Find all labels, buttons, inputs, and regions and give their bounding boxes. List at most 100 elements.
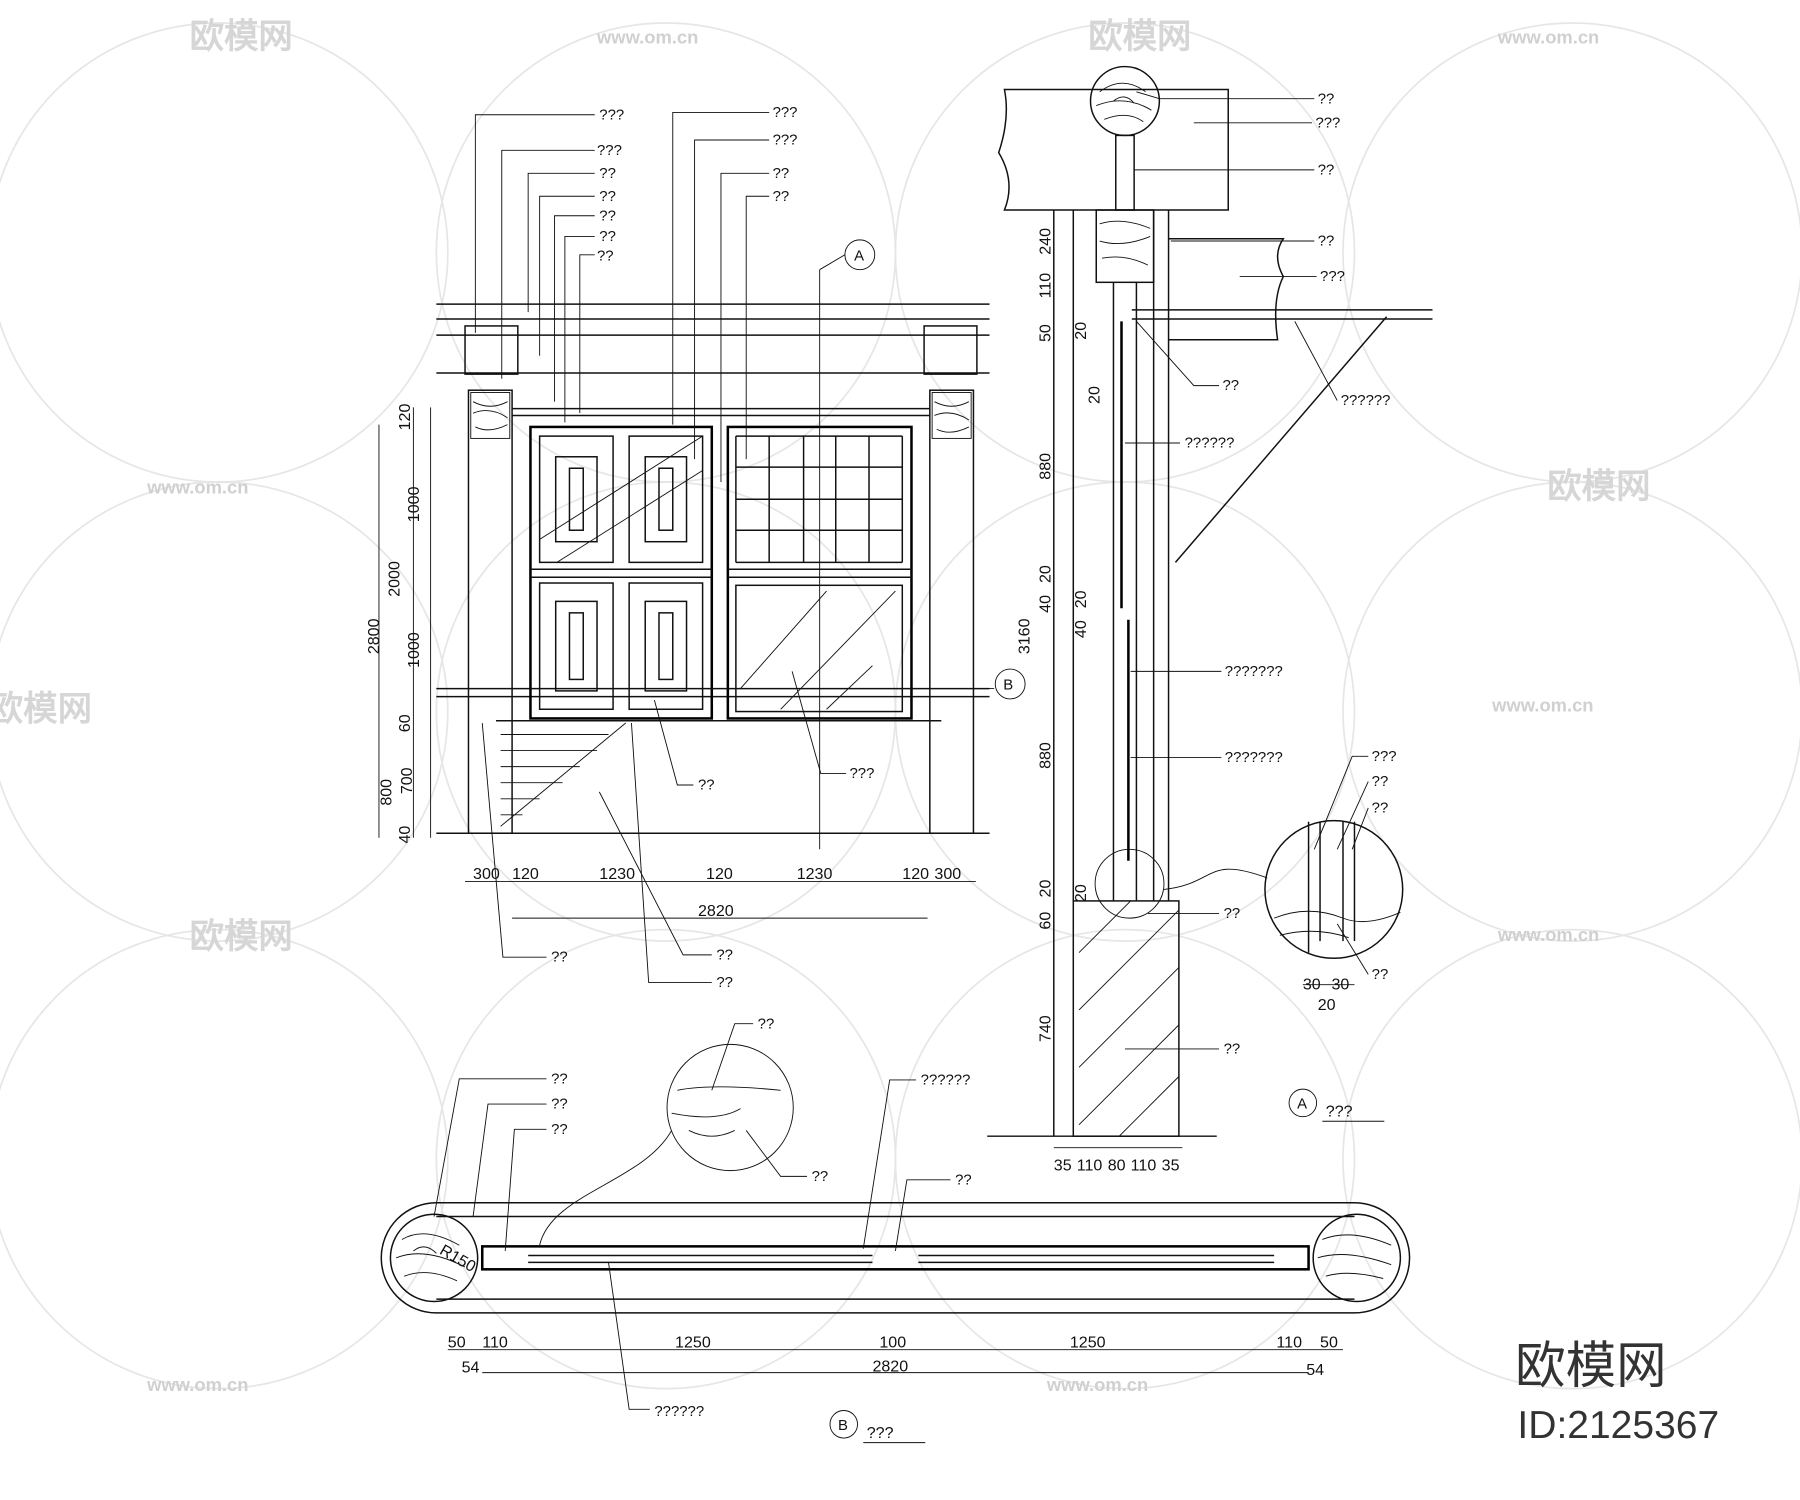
dim-text: 80 xyxy=(1108,1157,1126,1175)
callout-label: ?? xyxy=(1224,1042,1241,1058)
plan-b-title: B ??? xyxy=(829,1410,926,1444)
model-id: ID:2125367 xyxy=(1517,1404,1719,1447)
section-a-title: A ??? xyxy=(1288,1088,1385,1122)
dim-text: 120 xyxy=(512,865,539,883)
callout-label: ??? xyxy=(1320,269,1345,285)
callout-label: ?? xyxy=(955,1172,972,1188)
plan-b: 50 110 1250 100 1250 110 50 54 2820 54 R… xyxy=(380,1016,1411,1444)
dim-text: 110 xyxy=(482,1333,508,1351)
callout-label: ??? xyxy=(773,133,798,149)
dim-text: 120 xyxy=(396,404,414,431)
callout-label: ??? xyxy=(1372,749,1397,765)
dim-text: 54 xyxy=(462,1359,480,1377)
callout-label: ?? xyxy=(1372,774,1389,790)
dim-text: 110 xyxy=(1276,1333,1302,1351)
callout-label: ?? xyxy=(1318,234,1335,250)
watermark-brand: 欧模网 xyxy=(1547,467,1650,507)
dim-text: 3160 xyxy=(1016,618,1034,654)
dim-text: 40 xyxy=(396,826,414,844)
elevation-labels: ??? ??? ?? ?? ?? ?? ?? ??? ??? ?? ?? ?? … xyxy=(551,105,874,991)
title-marker: A xyxy=(1297,1097,1307,1113)
dim-text: 2820 xyxy=(698,902,734,920)
dim-text: 20 xyxy=(1036,565,1054,583)
dim-text: 100 xyxy=(879,1333,906,1351)
watermark-url: www.om.cn xyxy=(146,1374,248,1395)
dim-text: 50 xyxy=(1036,324,1054,342)
dim-text: 740 xyxy=(1036,1015,1054,1042)
callout-label: ?? xyxy=(812,1169,829,1185)
callout-label: ??? xyxy=(850,766,875,782)
left-dimensions: 120 1000 2000 1000 60 700 800 40 2800 xyxy=(365,404,423,844)
callout-label: ?????? xyxy=(654,1404,704,1420)
callout-label: ??? xyxy=(599,107,624,123)
dim-text: 2820 xyxy=(872,1357,908,1375)
watermark-url: www.om.cn xyxy=(1497,27,1599,48)
callout-label: ?? xyxy=(1224,906,1241,922)
dim-text: 20 xyxy=(1036,880,1054,898)
dim-text: 1250 xyxy=(675,1333,711,1351)
site-logo: 欧模网 xyxy=(1515,1336,1666,1395)
dim-text: 1230 xyxy=(599,865,635,883)
callout-label: ??????? xyxy=(1225,664,1283,680)
watermark-layer: 欧模网 www.om.cn 欧模网 www.om.cn www.om.cn 欧模… xyxy=(0,17,1800,1395)
callout-label: ?? xyxy=(1372,801,1389,817)
watermark-url: www.om.cn xyxy=(1046,1374,1148,1395)
callout-label: ?? xyxy=(698,778,715,794)
callout-label: ?? xyxy=(1372,967,1389,983)
title-marker: B xyxy=(838,1418,848,1434)
callout-label: ??????? xyxy=(1225,750,1283,766)
dim-text: 30 xyxy=(1332,975,1350,993)
dim-text: 40 xyxy=(1072,620,1090,638)
watermark-brand: 欧模网 xyxy=(0,690,92,730)
section-title: ??? xyxy=(1326,1103,1353,1121)
dim-text: 110 xyxy=(1077,1157,1103,1175)
dim-text: 20 xyxy=(1086,386,1104,404)
dim-text: 60 xyxy=(396,714,414,732)
dim-text: 110 xyxy=(1036,273,1054,299)
dim-text: 300 xyxy=(934,865,961,883)
callout-label: ?????? xyxy=(921,1073,971,1089)
watermark-url: www.om.cn xyxy=(1491,695,1593,716)
callout-label: ?? xyxy=(599,166,616,182)
dim-text: 30 xyxy=(1303,975,1321,993)
watermark-brand: 欧模网 xyxy=(1088,17,1191,57)
dim-text: 880 xyxy=(1036,742,1054,769)
bottom-dimensions: 300 120 1230 120 1230 120 300 2820 xyxy=(473,865,961,920)
watermark-url: www.om.cn xyxy=(1497,924,1599,945)
dim-text: 2000 xyxy=(386,561,404,597)
section-a: 240 50 110 20 20 880 40 20 20 40 880 60 … xyxy=(987,65,1433,1175)
callout-label: ?? xyxy=(773,166,790,182)
dim-text: 20 xyxy=(1318,996,1336,1014)
callout-label: ??? xyxy=(597,143,622,159)
dim-text: 1230 xyxy=(797,865,833,883)
front-elevation: A B 120 1000 2000 1000 60 700 800 40 280… xyxy=(365,105,1026,991)
dim-text: 50 xyxy=(448,1333,466,1351)
callout-label: ?? xyxy=(773,189,790,205)
callout-label: ?????? xyxy=(1185,436,1235,452)
callout-label: ?????? xyxy=(1341,393,1391,409)
callout-label: ?? xyxy=(1318,162,1335,178)
callout-label: ?? xyxy=(599,189,616,205)
dim-text: 1250 xyxy=(1070,1333,1106,1351)
dim-text: 20 xyxy=(1072,884,1090,902)
callout-label: ?? xyxy=(599,229,616,245)
watermark-brand: 欧模网 xyxy=(190,917,293,957)
callout-label: ?? xyxy=(597,249,614,265)
dim-text: 110 xyxy=(1131,1157,1157,1175)
callout-label: ?? xyxy=(599,208,616,224)
callout-label: ??? xyxy=(773,105,798,121)
callout-label: ?? xyxy=(551,1071,568,1087)
section-dimensions: 240 50 110 20 20 880 40 20 20 40 880 60 … xyxy=(1016,228,1350,1175)
dim-text: 20 xyxy=(1072,322,1090,340)
dim-text: 300 xyxy=(473,865,500,883)
callout-label: ?? xyxy=(758,1016,775,1032)
dim-text: 35 xyxy=(1162,1157,1180,1175)
callout-label: ?? xyxy=(1222,378,1239,394)
callout-label: ?? xyxy=(716,975,733,991)
section-marker-b: B xyxy=(1003,678,1013,694)
plan-dimensions: 50 110 1250 100 1250 110 50 54 2820 54 R… xyxy=(437,1241,1338,1379)
dim-text: 800 xyxy=(378,779,396,806)
callout-label: ??? xyxy=(1315,115,1340,131)
